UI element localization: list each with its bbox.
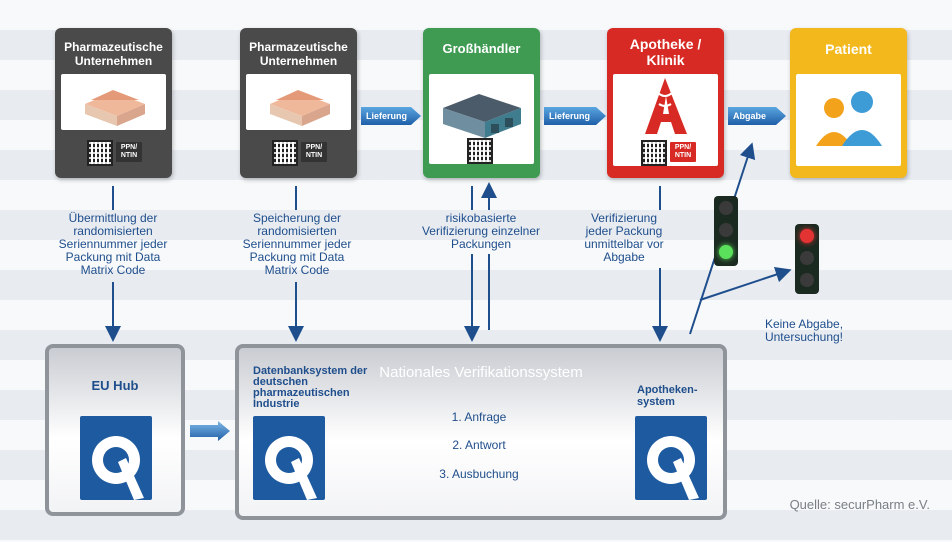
traffic-light-red-icon [795, 224, 819, 294]
warehouse-image [429, 74, 534, 164]
lieferung-arrow-1: Lieferung [361, 107, 421, 125]
connector-line [659, 268, 661, 330]
connector-line [295, 282, 297, 328]
data-matrix-icon [467, 138, 493, 164]
factory-image [61, 74, 166, 130]
factory-image [246, 74, 351, 130]
stage-title: Großhändler [442, 41, 521, 56]
stage-title: Pharmazeutische Unternehmen [249, 40, 348, 68]
data-matrix-icon [87, 140, 113, 166]
abgabe-arrow: Abgabe [728, 107, 786, 125]
securpharm-logo-icon [80, 416, 152, 500]
database-label: Datenbanksystem der deutschen pharmazeut… [253, 365, 368, 410]
eu-hub-link-arrow [190, 421, 230, 441]
stage-card-pharma-1: Pharmazeutische Unternehmen PPN/ NTIN [55, 28, 172, 178]
caption-storage: Speicherung der randomisierten Seriennum… [242, 211, 352, 277]
data-matrix-icon [641, 140, 667, 166]
national-system-title: Nationales Verifikationssystem [379, 364, 583, 381]
stage-title: Patient [825, 41, 872, 57]
national-system-panel: Nationales Verifikationssystem Datenbank… [235, 344, 727, 520]
connector-line [471, 186, 473, 210]
caption-transmission: Übermittlung der randomisierten Seriennu… [58, 211, 168, 277]
step-antwort: 2. Antwort [452, 438, 506, 452]
eu-hub-title: EU Hub [91, 378, 139, 393]
connector-line [112, 282, 114, 328]
ppn-ntin-badge: PPN/ NTIN [301, 142, 327, 162]
source-credit: Quelle: securPharm e.V. [789, 497, 930, 512]
caption-risk-verification: risikobasierte Verifizierung einzelner P… [421, 211, 541, 251]
connector-line [112, 186, 114, 210]
caption-no-dispense: Keine Abgabe, Untersuchung! [764, 317, 844, 344]
ppn-ntin-badge: PPN/ NTIN [670, 142, 696, 162]
stage-card-wholesaler: Großhändler [423, 28, 540, 178]
stage-card-pharma-2: Pharmazeutische Unternehmen PPN/ NTIN [240, 28, 357, 178]
stage-card-pharmacy: Apotheke / Klinik PPN/ NTIN [607, 28, 724, 178]
patient-image [796, 74, 901, 166]
eu-hub-panel: EU Hub [45, 344, 185, 516]
caption-verification: Verifizierung jeder Packung unmittelbar … [584, 211, 664, 264]
database-logo-icon [253, 416, 325, 500]
pharmacy-system-logo-icon [635, 416, 707, 500]
connector-line [295, 186, 297, 210]
stage-card-patient: Patient [790, 28, 907, 178]
connector-line [471, 254, 473, 330]
data-matrix-icon [272, 140, 298, 166]
ppn-ntin-badge: PPN/ NTIN [116, 142, 142, 162]
step-anfrage: 1. Anfrage [451, 410, 507, 424]
connector-line [659, 186, 661, 210]
traffic-light-green-icon [714, 196, 738, 266]
pharmacy-system-label: Apotheken- system [637, 384, 698, 408]
lieferung-arrow-2: Lieferung [544, 107, 606, 125]
step-ausbuchung: 3. Ausbuchung [439, 467, 519, 481]
connector-line [488, 254, 490, 330]
stage-title: Apotheke / Klinik [629, 36, 702, 68]
pharmacy-logo-image: PPN/ NTIN [613, 74, 718, 166]
stage-title: Pharmazeutische Unternehmen [64, 40, 163, 68]
